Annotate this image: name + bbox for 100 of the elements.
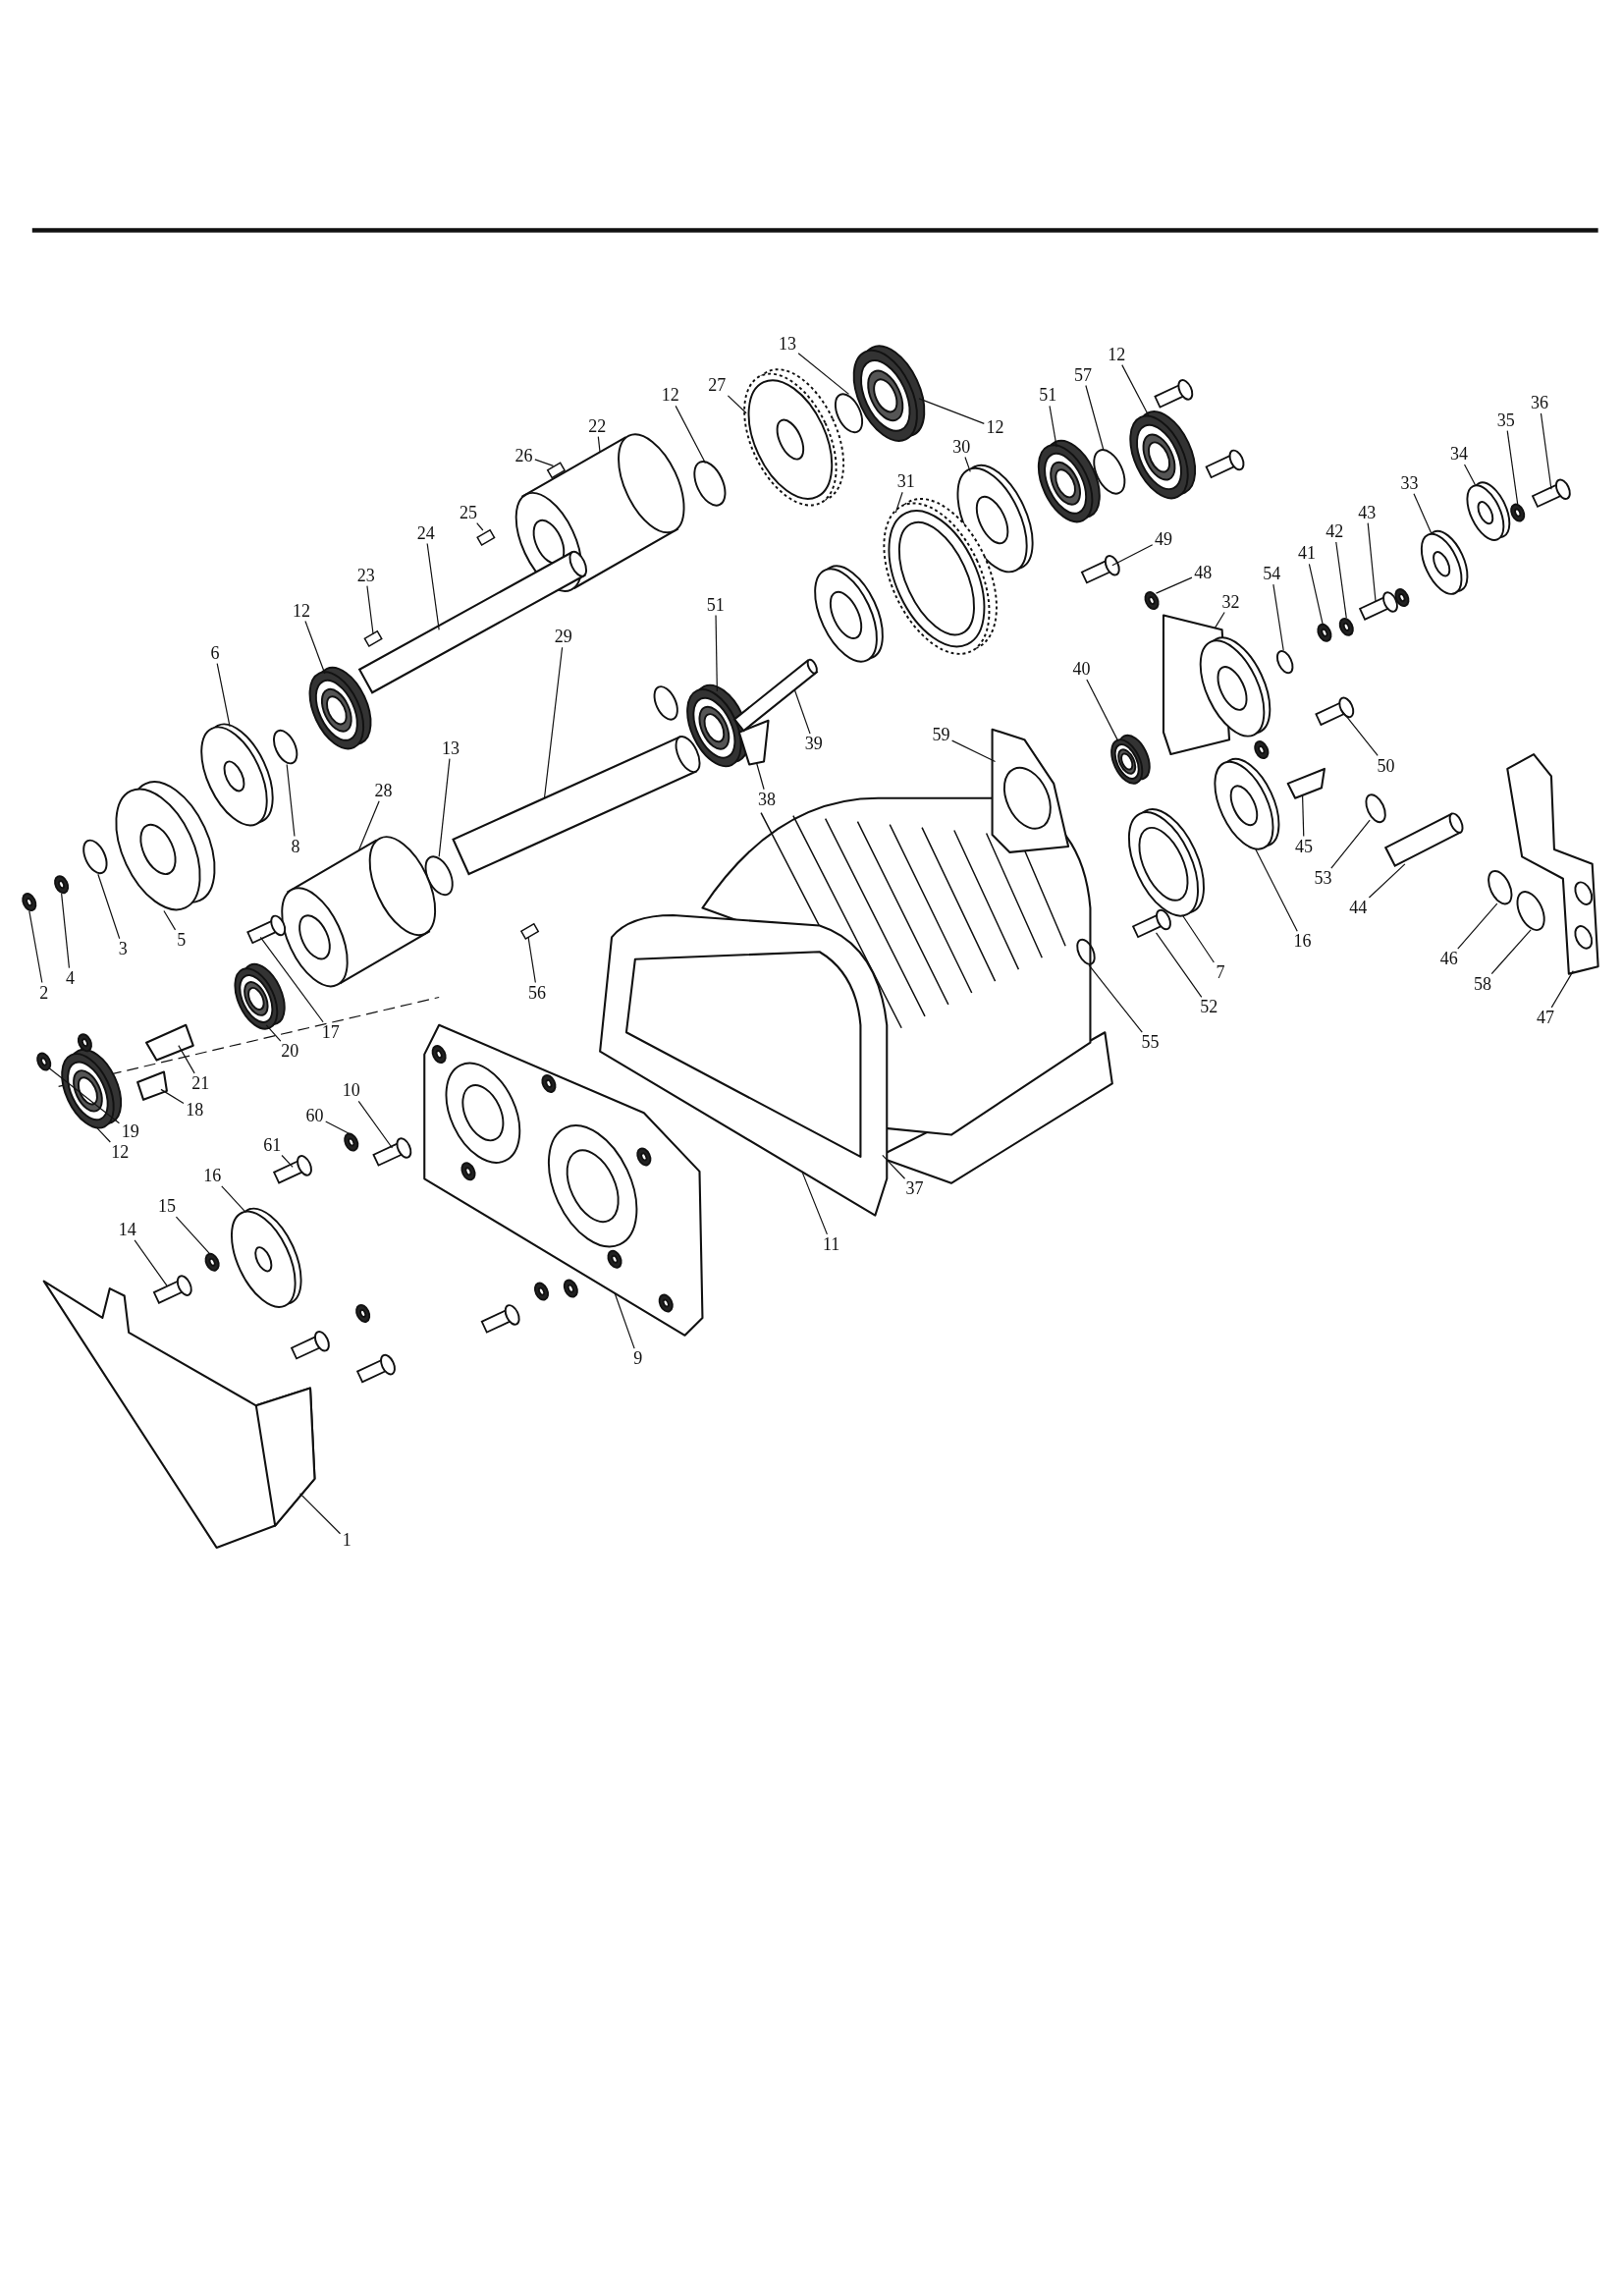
callout-number: 48 [1194, 563, 1213, 581]
leader-line [366, 585, 374, 635]
leader-line [1463, 464, 1477, 486]
callout-number: 15 [157, 1197, 176, 1216]
callout-number: 18 [186, 1100, 204, 1119]
callout-number: 12 [986, 418, 1004, 437]
leader-line [298, 1493, 342, 1535]
nut [1394, 588, 1410, 607]
callout-number: 26 [514, 446, 533, 465]
callout-number: 13 [778, 335, 796, 354]
nut [36, 1052, 52, 1071]
leader-line [1457, 902, 1498, 950]
bolt [1531, 478, 1571, 509]
bolt [1080, 555, 1120, 584]
leader-line [1413, 493, 1433, 534]
leader-line [175, 1216, 212, 1256]
leader-line [543, 646, 564, 799]
bolt [480, 1304, 520, 1334]
retaining-ring [693, 461, 727, 507]
callout-number: 36 [1531, 393, 1549, 411]
leader-line [715, 614, 718, 692]
small-fitting [136, 1070, 168, 1101]
callout-number: 44 [1349, 899, 1368, 917]
nut [54, 875, 70, 895]
leader-line [951, 739, 997, 763]
leader-line [1086, 679, 1119, 742]
callout-number: 12 [661, 386, 679, 405]
callout-number: 20 [281, 1042, 299, 1061]
nut [22, 893, 37, 912]
callout-number: 35 [1496, 410, 1515, 429]
shaft [357, 550, 588, 694]
leader-line [357, 1100, 394, 1149]
small-fitting [737, 719, 770, 766]
callout-number: 51 [1039, 386, 1057, 405]
nut [344, 1132, 359, 1152]
leader-line [1272, 583, 1284, 651]
callout-number: 51 [706, 595, 725, 614]
leader-line [1308, 563, 1325, 627]
flange-disc [1466, 481, 1511, 541]
leader-line [97, 873, 121, 940]
callout-number: 56 [528, 983, 546, 1002]
leader-line [265, 1024, 282, 1042]
retaining-ring [1516, 891, 1545, 932]
nut [77, 1033, 92, 1053]
nut [1317, 623, 1332, 642]
leader-line [438, 757, 451, 857]
flange-disc [1214, 757, 1280, 850]
bolt [372, 1137, 412, 1167]
bearing [61, 1048, 123, 1129]
callout-number: 59 [932, 726, 950, 744]
nut [1338, 617, 1354, 636]
leader-line [95, 1126, 111, 1143]
nut [533, 1282, 550, 1301]
callout-number: 1 [342, 1531, 352, 1550]
retaining-ring [653, 685, 678, 721]
leader-line [47, 1066, 120, 1124]
callout-number: 19 [121, 1122, 139, 1141]
bolt [1154, 379, 1194, 409]
bolt [1315, 696, 1355, 727]
leader-line [1085, 384, 1105, 451]
leader-line [476, 522, 484, 531]
retaining-ring [424, 855, 454, 897]
leader-line [1367, 522, 1377, 603]
leader-line [1335, 541, 1347, 620]
leader-line [1506, 430, 1519, 505]
callout-number: 47 [1537, 1008, 1554, 1026]
leader-line [216, 663, 231, 728]
small-fitting [1286, 767, 1325, 799]
leader-line [727, 395, 747, 414]
leader-line [894, 491, 903, 514]
gasket [991, 728, 1070, 853]
leader-line [918, 398, 985, 424]
bearing [1110, 734, 1151, 785]
leader-line [1255, 848, 1298, 932]
leader-line [1155, 576, 1193, 594]
leader-line [1540, 412, 1552, 490]
leader-line [1301, 794, 1305, 838]
leader-line [1490, 929, 1532, 975]
nut [204, 1252, 220, 1272]
leader-line [281, 1154, 294, 1168]
callout-number: 57 [1074, 365, 1092, 384]
callout-number: 12 [293, 601, 311, 620]
leader-line [597, 436, 601, 454]
bearing [234, 962, 286, 1030]
leader-line [1181, 914, 1215, 963]
leader-line [28, 909, 43, 984]
leader-line [221, 1185, 246, 1214]
flange-disc [231, 1207, 302, 1308]
callout-number: 45 [1295, 837, 1314, 855]
leader-line [163, 909, 177, 931]
leader-line [882, 1154, 906, 1179]
leader-line [793, 688, 811, 735]
callout-number: 7 [1216, 962, 1225, 981]
nut [1510, 503, 1526, 522]
callout-number: 17 [321, 1022, 340, 1041]
leader-line [357, 800, 380, 851]
bolt [152, 1275, 192, 1304]
leader-line [178, 1045, 195, 1074]
retaining-ring [1076, 938, 1096, 965]
shaft-key [546, 462, 567, 479]
